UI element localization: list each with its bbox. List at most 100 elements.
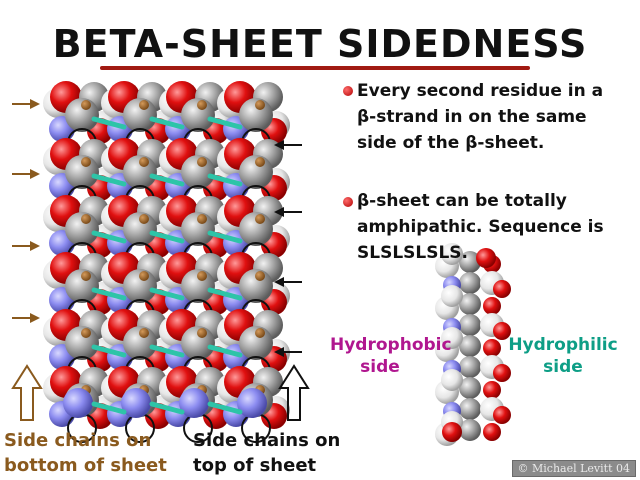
hollow-up-arrow-brown-icon: [11, 364, 43, 421]
arrow-markers: [11, 99, 310, 421]
nitrogen-atom: [179, 388, 209, 418]
oxygen-atom: [493, 406, 511, 424]
bottom-chains-line-2: bottom of sheet: [4, 455, 167, 476]
bullet-2-line-2: amphipathic. Sequence is: [357, 217, 604, 237]
sidechain-bead: [139, 328, 149, 338]
title-underline: [100, 66, 530, 70]
bottom-chains-label: Side chains on bottom of sheet: [4, 428, 167, 478]
arrow-right-brown-icon: [30, 99, 40, 109]
arrow-right-brown-icon: [30, 169, 40, 179]
sidechain-bead: [255, 100, 265, 110]
oxygen-atom: [483, 381, 501, 399]
sidechain-bead: [255, 214, 265, 224]
sidechain-bead: [197, 328, 207, 338]
backbone-atom: [459, 251, 481, 273]
sidechain-bead: [81, 214, 91, 224]
arrow-left-black-icon: [274, 277, 284, 287]
backbone-atom: [459, 335, 481, 357]
nitrogen-atom: [237, 388, 267, 418]
sidechain-bead: [197, 157, 207, 167]
nitrogen-atom: [121, 388, 151, 418]
arrow-right-brown-icon: [30, 313, 40, 323]
hydrophilic-label-line-2: side: [543, 357, 583, 377]
hydrogen-bond: [91, 173, 127, 187]
sidechain-bead: [255, 271, 265, 281]
hydrogen-bond: [149, 173, 185, 187]
bullet-2-line-1: β-sheet can be totally: [357, 191, 567, 211]
hydrogen-bond: [149, 401, 185, 415]
page-title: BETA-SHEET SIDEDNESS: [52, 22, 588, 66]
sidechain-bead: [81, 100, 91, 110]
oxygen-atom: [442, 422, 462, 442]
copyright-badge: © Michael Levitt 04: [511, 460, 636, 477]
bullet-1-icon: [343, 86, 353, 96]
oxygen-atom: [483, 297, 501, 315]
sidechain-bead: [81, 157, 91, 167]
sidechain-bead: [139, 157, 149, 167]
beta-sheet-model: [43, 81, 290, 443]
sidechain-bead: [81, 328, 91, 338]
bullet-2-text: β-sheet can be totally amphipathic. Sequ…: [357, 188, 604, 266]
top-chains-label: Side chains on top of sheet: [193, 428, 340, 478]
hydrogen-bond: [91, 230, 127, 244]
hydrogen-bond: [207, 116, 243, 130]
backbone-atom: [459, 293, 481, 315]
hydrogen-bond: [149, 116, 185, 130]
top-chains-line-2: top of sheet: [193, 455, 317, 476]
sidechain-bead: [255, 328, 265, 338]
amphipathic-strand-model: [435, 243, 511, 446]
hydrophobic-sidechain-atom: [441, 369, 463, 391]
sidechain-bead: [139, 271, 149, 281]
arrow-left-black-icon: [274, 140, 284, 150]
hydrogen-bond: [207, 173, 243, 187]
hydrogen-bond: [91, 116, 127, 130]
hydrogen-bond: [91, 344, 127, 358]
bullet-1-line-3: side of the β-sheet.: [357, 133, 545, 153]
arrow-left-black-icon: [274, 207, 284, 217]
sidechain-bead: [139, 214, 149, 224]
nitrogen-atom: [63, 388, 93, 418]
sidechain-bead: [81, 271, 91, 281]
arrow-right-brown-icon: [30, 241, 40, 251]
arrow-left-black-icon: [274, 347, 284, 357]
sidechain-bead: [197, 271, 207, 281]
hydrophobic-sidechain-atom: [441, 285, 463, 307]
bullet-1-line-1: Every second residue in a: [357, 81, 604, 101]
hydrophilic-label-line-1: Hydrophilic: [508, 335, 618, 355]
hydrophobic-sidechain-atom: [441, 327, 463, 349]
bullet-1-line-2: β-strand in on the same: [357, 107, 587, 127]
backbone-atom: [459, 314, 481, 336]
oxygen-atom: [483, 423, 501, 441]
hydrophilic-label: Hydrophilic side: [508, 334, 618, 378]
sidechain-bead: [139, 100, 149, 110]
backbone-atom: [459, 377, 481, 399]
oxygen-atom: [476, 248, 496, 268]
hydrophobic-label-line-1: Hydrophobic: [330, 335, 452, 355]
hydrophobic-label: Hydrophobic side: [330, 334, 452, 378]
backbone-atom: [459, 272, 481, 294]
backbone-atom: [459, 419, 481, 441]
hydrophobic-sidechain-atom: [441, 243, 463, 265]
hydrogen-bond: [149, 344, 185, 358]
hydrogen-bond: [149, 230, 185, 244]
oxygen-atom: [493, 280, 511, 298]
sidechain-bead: [197, 100, 207, 110]
hydrogen-bond: [207, 401, 243, 415]
hydrogen-bond: [207, 230, 243, 244]
backbone-atom: [459, 398, 481, 420]
hydrogen-bond: [149, 287, 185, 301]
oxygen-atom: [493, 322, 511, 340]
oxygen-atom: [483, 339, 501, 357]
backbone-atom: [459, 356, 481, 378]
top-chains-line-1: Side chains on: [193, 430, 341, 451]
hydrogen-bond: [207, 344, 243, 358]
bottom-chains-line-1: Side chains on: [4, 430, 152, 451]
sidechain-bead: [255, 157, 265, 167]
bullet-2-icon: [343, 197, 353, 207]
oxygen-atom: [493, 364, 511, 382]
bullet-2-line-3: SLSLSLSLS.: [357, 243, 469, 263]
hydrogen-bond: [91, 287, 127, 301]
sidechain-bead: [197, 214, 207, 224]
hydrophobic-label-line-2: side: [360, 357, 400, 377]
